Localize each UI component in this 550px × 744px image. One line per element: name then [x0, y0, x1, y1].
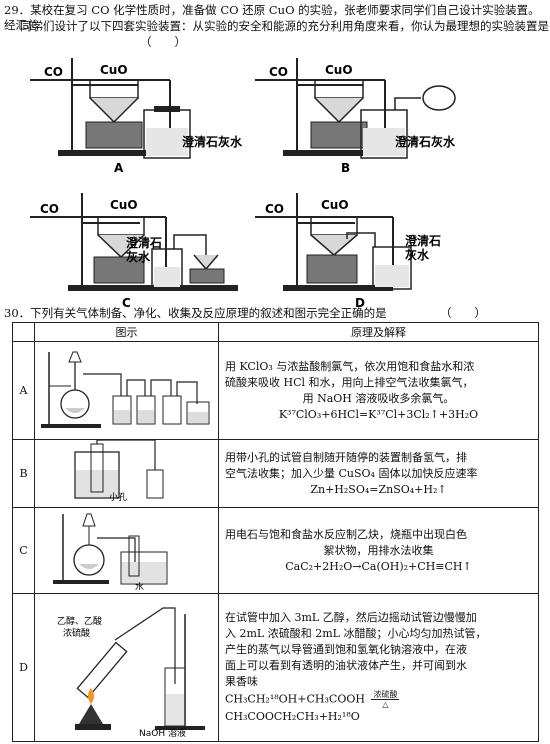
conc-sulfuric-label: 浓硫酸 [63, 627, 90, 639]
apparatus-hydrogen: 小孔 [74, 439, 164, 503]
figure-a [34, 341, 219, 440]
co-label-a: CO [44, 65, 63, 79]
table-row: A 用 [12, 341, 539, 440]
q29-line1: 29．某校在复习 CO 化学性质时，准备做 CO 还原 CuO 的实验，张老师要… [4, 3, 540, 32]
principle-c-line-2: 絮状物，用排水法收集 [323, 543, 434, 557]
option-b: B [341, 161, 350, 175]
equation-c: CaC₂+2H₂O→Ca(OH)₂+CH≡CH↑ [285, 559, 472, 573]
cuo-label-c: CuO [110, 198, 138, 212]
water-label: 水 [135, 581, 144, 590]
principle-d-line-1: 在试管中加入 3mL 乙醇，然后边摇动试管边慢慢加 [225, 611, 477, 624]
small-hole-label: 小孔 [109, 492, 127, 503]
principle-c-line-1: 用电石与饱和食盐水反应制乙炔，烧瓶中出现白色 [225, 527, 467, 541]
co-label-b: CO [269, 65, 288, 79]
equation-d-catalyst: 浓硫酸 [371, 690, 400, 700]
equation-d-reactants: CH₃CH₂¹⁸OH+CH₃COOH [225, 692, 365, 706]
equation-a: K³⁷ClO₃+6HCl=K³⁷Cl+3Cl₂↑+3H₂O [278, 407, 479, 421]
table-header-row: 图示 原理及解释 [12, 322, 539, 342]
cuo-label-a: CuO [100, 63, 128, 77]
naoh-label: NaOH 溶液 [139, 727, 186, 738]
cuo-label-d: CuO [321, 198, 349, 212]
principle-d-line-2: 入 2mL 浓硫酸和 2mL 冰醋酸；小心均匀加热试管， [225, 627, 487, 640]
header-principle: 原理及解释 [218, 322, 539, 342]
row-label-c: C [12, 507, 35, 594]
q29-blank: （ ） [140, 35, 186, 49]
principle-a-line-1: 用 KClO₃ 与浓盐酸制氯气，依次用饱和食盐水和浓 [225, 359, 475, 373]
principle-a-line-3: 用 NaOH 溶液吸收多余氯气。 [302, 391, 455, 405]
principle-c: 用电石与饱和食盐水反应制乙炔，烧瓶中出现白色 絮状物，用排水法收集 CaC₂+2… [218, 507, 539, 594]
figure-d: 乙醇、乙酸 浓硫酸 NaOH 溶液 [34, 593, 219, 742]
row-label-a: A [12, 341, 35, 440]
q30-stem: 30．下列有关气体制备、净化、收集及反应原理的叙述和图示完全正确的是 [4, 306, 387, 320]
principle-a-line-2: 硫酸来吸收 HCl 和水，用向上排空气法收集氯气， [225, 375, 474, 389]
limewater-label-c2: 灰水 [126, 249, 151, 264]
principle-b-line-1: 用带小孔的试管自制随开随停的装置制备氢气，排 [225, 450, 467, 464]
apparatus-c: CO CuO 澄清石 灰水 C [30, 193, 238, 310]
header-empty [12, 322, 35, 342]
principle-d-line-4: 面上可以看到有透明的油状液体产生，并可闻到水 [225, 659, 467, 672]
header-figure: 图示 [34, 322, 219, 342]
figure-c: 水 [34, 507, 219, 594]
apparatus-chlorine [41, 351, 210, 428]
limewater-label-d2: 灰水 [405, 247, 430, 262]
equation-d-heat: △ [382, 700, 389, 709]
principle-a: 用 KClO₃ 与浓盐酸制氯气，依次用饱和食盐水和浓 硫酸来吸收 HCl 和水，… [218, 341, 539, 440]
apparatus-ester: 乙醇、乙酸 浓硫酸 NaOH 溶液 [57, 607, 205, 739]
row-label-b: B [12, 439, 35, 508]
option-a: A [114, 161, 124, 175]
apparatus-d: CO CuO 澄清石 灰水 D [255, 193, 441, 310]
principle-d-line-3: 产生的蒸气以导管通到饱和氢氧化钠溶液中，在液 [225, 643, 467, 656]
table-row: C 水 用电石与饱和食盐水反应制乙炔，烧瓶中出现白色 絮状物，用排水法收集 Ca… [12, 507, 539, 594]
principle-d-line-5: 果香味 [225, 675, 258, 688]
q30-blank: （ ） [440, 306, 486, 320]
co-label-c: CO [40, 202, 59, 216]
table-row: D 乙醇、乙酸 浓硫酸 NaOH 溶液 在试管中加入 3mL 乙醇，然后边摇动试… [12, 593, 539, 742]
principle-d: 在试管中加入 3mL 乙醇，然后边摇动试管边慢慢加 入 2mL 浓硫酸和 2mL… [218, 593, 539, 742]
apparatus-a: CO CuO 澄清石灰水 A [30, 58, 243, 175]
apparatus-b: CO CuO 澄清石灰水 B [255, 58, 456, 175]
cuo-label-b: CuO [325, 63, 353, 77]
row-label-d: D [12, 593, 35, 742]
q30-table: 图示 原理及解释 A [12, 322, 539, 742]
equation-d-products: CH₃COOCH₂CH₃+H₂¹⁸O [225, 710, 360, 723]
limewater-label-d1: 澄清石 [405, 233, 441, 248]
option-c: C [122, 296, 131, 310]
limewater-label-b: 澄清石灰水 [395, 134, 456, 149]
limewater-label-c1: 澄清石 [126, 235, 162, 250]
principle-b: 用带小孔的试管自制随开随停的装置制备氢气，排 空气法收集；加入少量 CuSO₄ … [218, 439, 539, 508]
principle-b-line-2: 空气法收集；加入少量 CuSO₄ 固体以加快反应速率 [225, 466, 478, 480]
table-row: B 小孔 用带小孔的试管自制随开随停的装置制备氢气，排 空气法收集；加入少量 C… [12, 439, 539, 508]
ethanol-acid-label: 乙醇、乙酸 [57, 615, 102, 627]
option-d: D [355, 296, 365, 310]
limewater-label-a: 澄清石灰水 [182, 134, 243, 149]
apparatus-acetylene: 水 [53, 513, 168, 593]
q29-line2: 同学们设计了以下四套实验装置：从实验的安全和能源的充分利用角度来看，你认为最理想… [20, 19, 549, 33]
equation-d-line-1: CH₃CH₂¹⁸OH+CH₃COOH 浓硫酸 △ [225, 690, 532, 709]
figure-b: 小孔 [34, 439, 219, 508]
co-label-d: CO [265, 202, 284, 216]
equation-b: Zn+H₂SO₄=ZnSO₄+H₂↑ [310, 482, 447, 496]
